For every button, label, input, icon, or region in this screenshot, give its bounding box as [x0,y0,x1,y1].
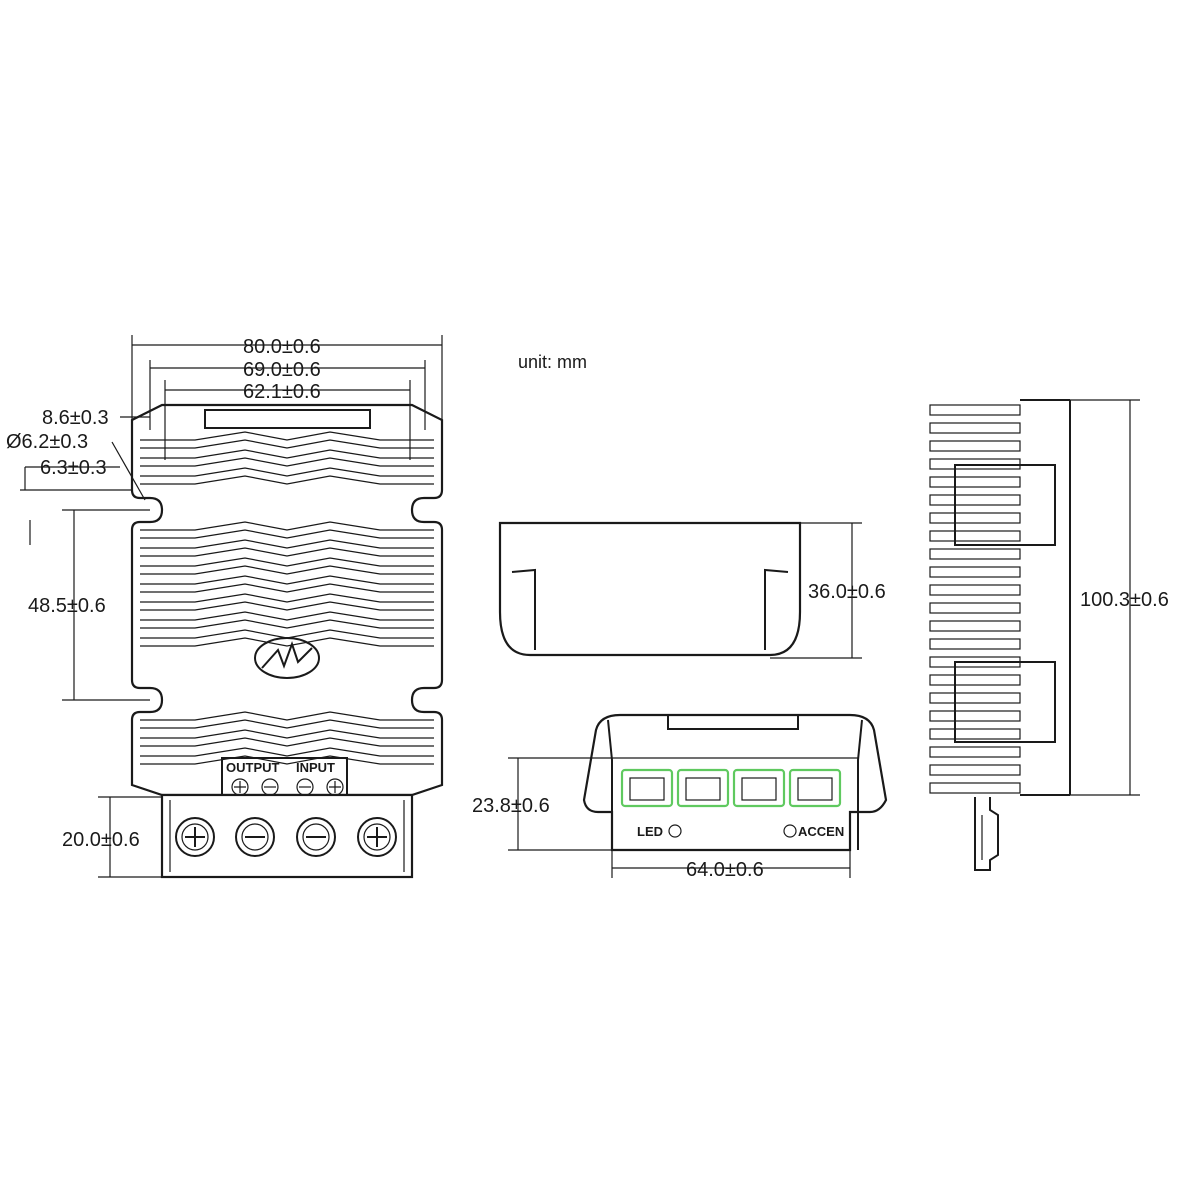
dim-end-height: 23.8±0.6 [472,795,550,817]
side-fin [929,710,1021,722]
heatsink-fins [140,431,434,765]
side-fin [929,728,1021,740]
dim-terminal-depth: 20.0±0.6 [62,829,140,851]
input-label: INPUT [296,760,335,775]
side-fin [929,782,1021,794]
output-label: OUTPUT [226,760,280,775]
fin-line [140,521,434,531]
dim-hole: Ø6.2±0.3 [6,431,88,453]
fin-line [140,747,434,757]
top-view: OUTPUT INPUT 8 [6,335,444,879]
logo-mark [254,637,320,679]
side-fin [929,494,1021,506]
terminal-screw-minus [235,817,275,857]
fin-line [140,719,434,729]
fin-line [140,547,434,557]
unit-label: unit: mm [518,352,587,372]
fin-line [140,575,434,585]
fin-line [140,457,434,467]
fin-line [140,601,434,611]
side-view: 100.3±0.6 [929,399,1169,871]
front-view: 36.0±0.6 [498,521,886,659]
accen-label: ACCEN [798,824,844,839]
side-fin [929,404,1021,416]
terminal-screw-plus [357,817,397,857]
side-fin [929,422,1021,434]
top-view-body [130,403,444,797]
fin-line [140,583,434,593]
side-fin [929,674,1021,686]
side-fin [929,746,1021,758]
side-fin [929,584,1021,596]
top-slot [204,409,371,429]
fin-line [140,539,434,549]
side-fin [929,476,1021,488]
fin-line [140,755,434,765]
side-fins [929,404,1021,794]
dim-width-mid: 69.0±0.6 [243,359,321,381]
side-fin [929,692,1021,704]
side-fin [929,566,1021,578]
dim-hole-pitch: 48.5±0.6 [28,595,106,617]
fin-line [140,619,434,629]
dim-edge: 6.3±0.3 [40,457,107,479]
terminal-screw-minus [296,817,336,857]
side-fin [929,512,1021,524]
dim-side-length: 100.3±0.6 [1080,589,1169,611]
fin-line [140,467,434,477]
side-boss-top [954,464,1056,546]
terminal-screw-plus [175,817,215,857]
fin-line [140,593,434,603]
dim-width-outer: 80.0±0.6 [243,336,321,358]
side-fin [929,638,1021,650]
dim-front-height: 36.0±0.6 [808,581,886,603]
fin-line [140,737,434,747]
side-boss-bottom [954,661,1056,743]
front-view-body [498,521,802,657]
logo-wave [261,640,313,669]
side-fin [929,530,1021,542]
fin-line [140,431,434,441]
fin-line [140,729,434,739]
fin-line [140,711,434,721]
dim-end-width: 64.0±0.6 [686,859,764,881]
fin-line [140,611,434,621]
end-view: LED ACCEN 23.8±0.6 64.0±0.6 [472,713,888,881]
accen-indicator-icon [783,824,797,838]
dim-width-inner: 62.1±0.6 [243,381,321,403]
fin-line [140,439,434,449]
fin-line [140,529,434,539]
fin-line [140,475,434,485]
side-fin [929,440,1021,452]
led-indicator-icon [668,824,682,838]
fin-line [140,449,434,459]
side-fin [929,620,1021,632]
fin-line [140,557,434,567]
led-label: LED [637,824,663,839]
fin-line [140,637,434,647]
end-terminals [620,768,842,808]
side-fin [929,602,1021,614]
side-fin [929,548,1021,560]
side-fin [929,764,1021,776]
fin-line [140,565,434,575]
dim-slot: 8.6±0.3 [42,407,109,429]
